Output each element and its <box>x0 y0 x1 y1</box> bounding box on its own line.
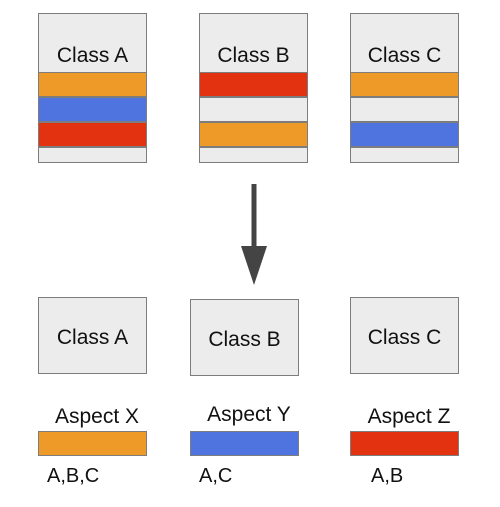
aspect-z-label: Aspect Z <box>367 405 451 428</box>
class-b-stripe-2 <box>199 97 308 122</box>
aspect-y-bar <box>190 431 299 456</box>
class-a-stripe-3 <box>38 122 147 147</box>
class-b-after-box: Class B <box>190 299 299 376</box>
class-c-after-box: Class C <box>350 297 459 374</box>
class-a-before-label: Class A <box>56 44 129 67</box>
class-a-after-label: Class A <box>56 326 129 349</box>
aspect-x-classes: A,B,C <box>47 465 100 487</box>
class-a-stripe-1 <box>38 72 147 97</box>
class-a-stripe-2 <box>38 97 147 122</box>
class-c-stripe-2 <box>350 97 459 122</box>
arrow-head <box>241 246 267 285</box>
class-a-before-box: Class A <box>38 13 147 163</box>
aspect-x-bar <box>38 431 147 456</box>
class-c-stripe-1 <box>350 72 459 97</box>
aspect-z-bar <box>350 431 459 456</box>
class-b-stripe-4 <box>199 147 308 163</box>
class-c-after-label: Class C <box>367 326 442 349</box>
class-b-stripe-3 <box>199 122 308 147</box>
aspect-y-classes: A,C <box>199 465 233 487</box>
class-c-before-box: Class C <box>350 13 459 163</box>
class-b-before-box: Class B <box>199 13 308 163</box>
class-b-after-label: Class B <box>208 328 281 351</box>
class-a-stripe-4 <box>38 147 147 163</box>
class-c-stripe-4 <box>350 147 459 163</box>
aspect-z-classes: A,B <box>371 465 404 487</box>
class-c-stripe-3 <box>350 122 459 147</box>
class-a-after-box: Class A <box>38 297 147 374</box>
class-b-stripe-1 <box>199 72 308 97</box>
aspect-x-label: Aspect X <box>54 405 140 428</box>
class-c-before-label: Class C <box>367 44 442 67</box>
aspect-y-label: Aspect Y <box>207 403 291 426</box>
class-b-before-label: Class B <box>217 44 290 67</box>
